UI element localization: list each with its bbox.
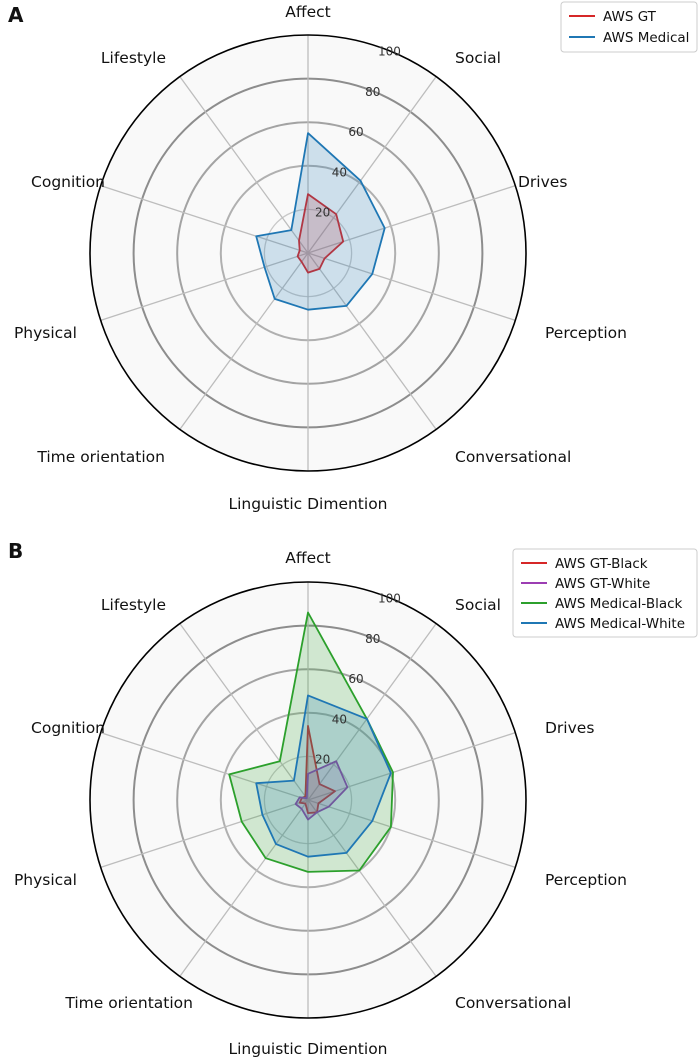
legend-box (560, 1, 698, 53)
grid-spoke (179, 252, 309, 430)
category-label: Social (455, 596, 501, 614)
category-label: Linguistic Dimention (228, 1040, 387, 1058)
radar-panel-b: B 20 40 60 80 100 AffectSocialDrivesPerception… (8, 539, 698, 1058)
legend: AWS GT AWS Medical (560, 1, 698, 53)
series-area-0 (296, 193, 345, 274)
grid-spoke (100, 732, 309, 801)
polar-frame (89, 34, 527, 472)
grid-spoke (307, 252, 516, 321)
radial-tick-label: 40 (332, 165, 347, 179)
grid-spoke (179, 623, 309, 801)
radial-tick-label: 60 (348, 672, 363, 686)
radial-tick-label: 100 (378, 592, 401, 606)
category-label: Time orientation (36, 448, 165, 466)
category-label: Perception (545, 324, 627, 342)
legend-entry: AWS Medical-White (555, 616, 685, 632)
category-label: Time orientation (64, 994, 193, 1012)
category-label: Conversational (455, 994, 571, 1012)
grid-spoke (179, 799, 309, 977)
series-area-2 (228, 611, 394, 873)
category-label: Drives (545, 719, 594, 737)
grid-spoke (100, 252, 309, 321)
radial-tick-label: 60 (348, 125, 363, 139)
category-label: Affect (285, 3, 330, 21)
category-label: Physical (14, 871, 77, 889)
category-label: Linguistic Dimention (228, 495, 387, 513)
grid-spoke (307, 732, 516, 801)
category-label: Cognition (31, 173, 105, 191)
polar-frame (89, 581, 527, 1019)
category-label: Lifestyle (101, 596, 166, 614)
category-label: Cognition (31, 719, 105, 737)
grid-spoke (100, 799, 309, 868)
panel-letter: B (8, 539, 23, 563)
legend-entry: AWS GT-Black (555, 556, 648, 572)
radar-panel-a: A 20 40 60 80 100 AffectSocialDrivesPerception… (8, 1, 698, 513)
series-area-1 (294, 760, 349, 821)
legend-entry: AWS GT-White (555, 576, 650, 592)
radial-tick-label: 20 (315, 753, 330, 767)
category-label: Physical (14, 324, 77, 342)
grid-spoke (179, 76, 309, 254)
grid-spoke (307, 623, 437, 801)
category-label: Conversational (455, 448, 571, 466)
category-label: Perception (545, 871, 627, 889)
radial-tick-label: 100 (378, 45, 401, 59)
category-label: Lifestyle (101, 49, 166, 67)
grid-spoke (307, 76, 437, 254)
radial-tick-label: 40 (332, 712, 347, 726)
grid-spoke (100, 185, 309, 254)
series-area-3 (255, 694, 392, 858)
grid-spoke (307, 799, 516, 868)
category-label: Drives (518, 173, 567, 191)
legend-box (512, 548, 698, 638)
radial-tick-label: 20 (315, 206, 330, 220)
grid-spoke (307, 799, 437, 977)
radial-tick-label: 80 (365, 632, 380, 646)
radial-tick-label: 80 (365, 85, 380, 99)
panel-letter: A (8, 3, 24, 27)
series-area-1 (255, 132, 386, 311)
grid-spoke (307, 252, 437, 430)
legend-entry: AWS Medical-Black (555, 596, 683, 612)
category-label: Social (455, 49, 501, 67)
legend-entry: AWS Medical (603, 30, 689, 46)
legend-entry: AWS GT (603, 9, 657, 25)
category-label: Affect (285, 549, 330, 567)
